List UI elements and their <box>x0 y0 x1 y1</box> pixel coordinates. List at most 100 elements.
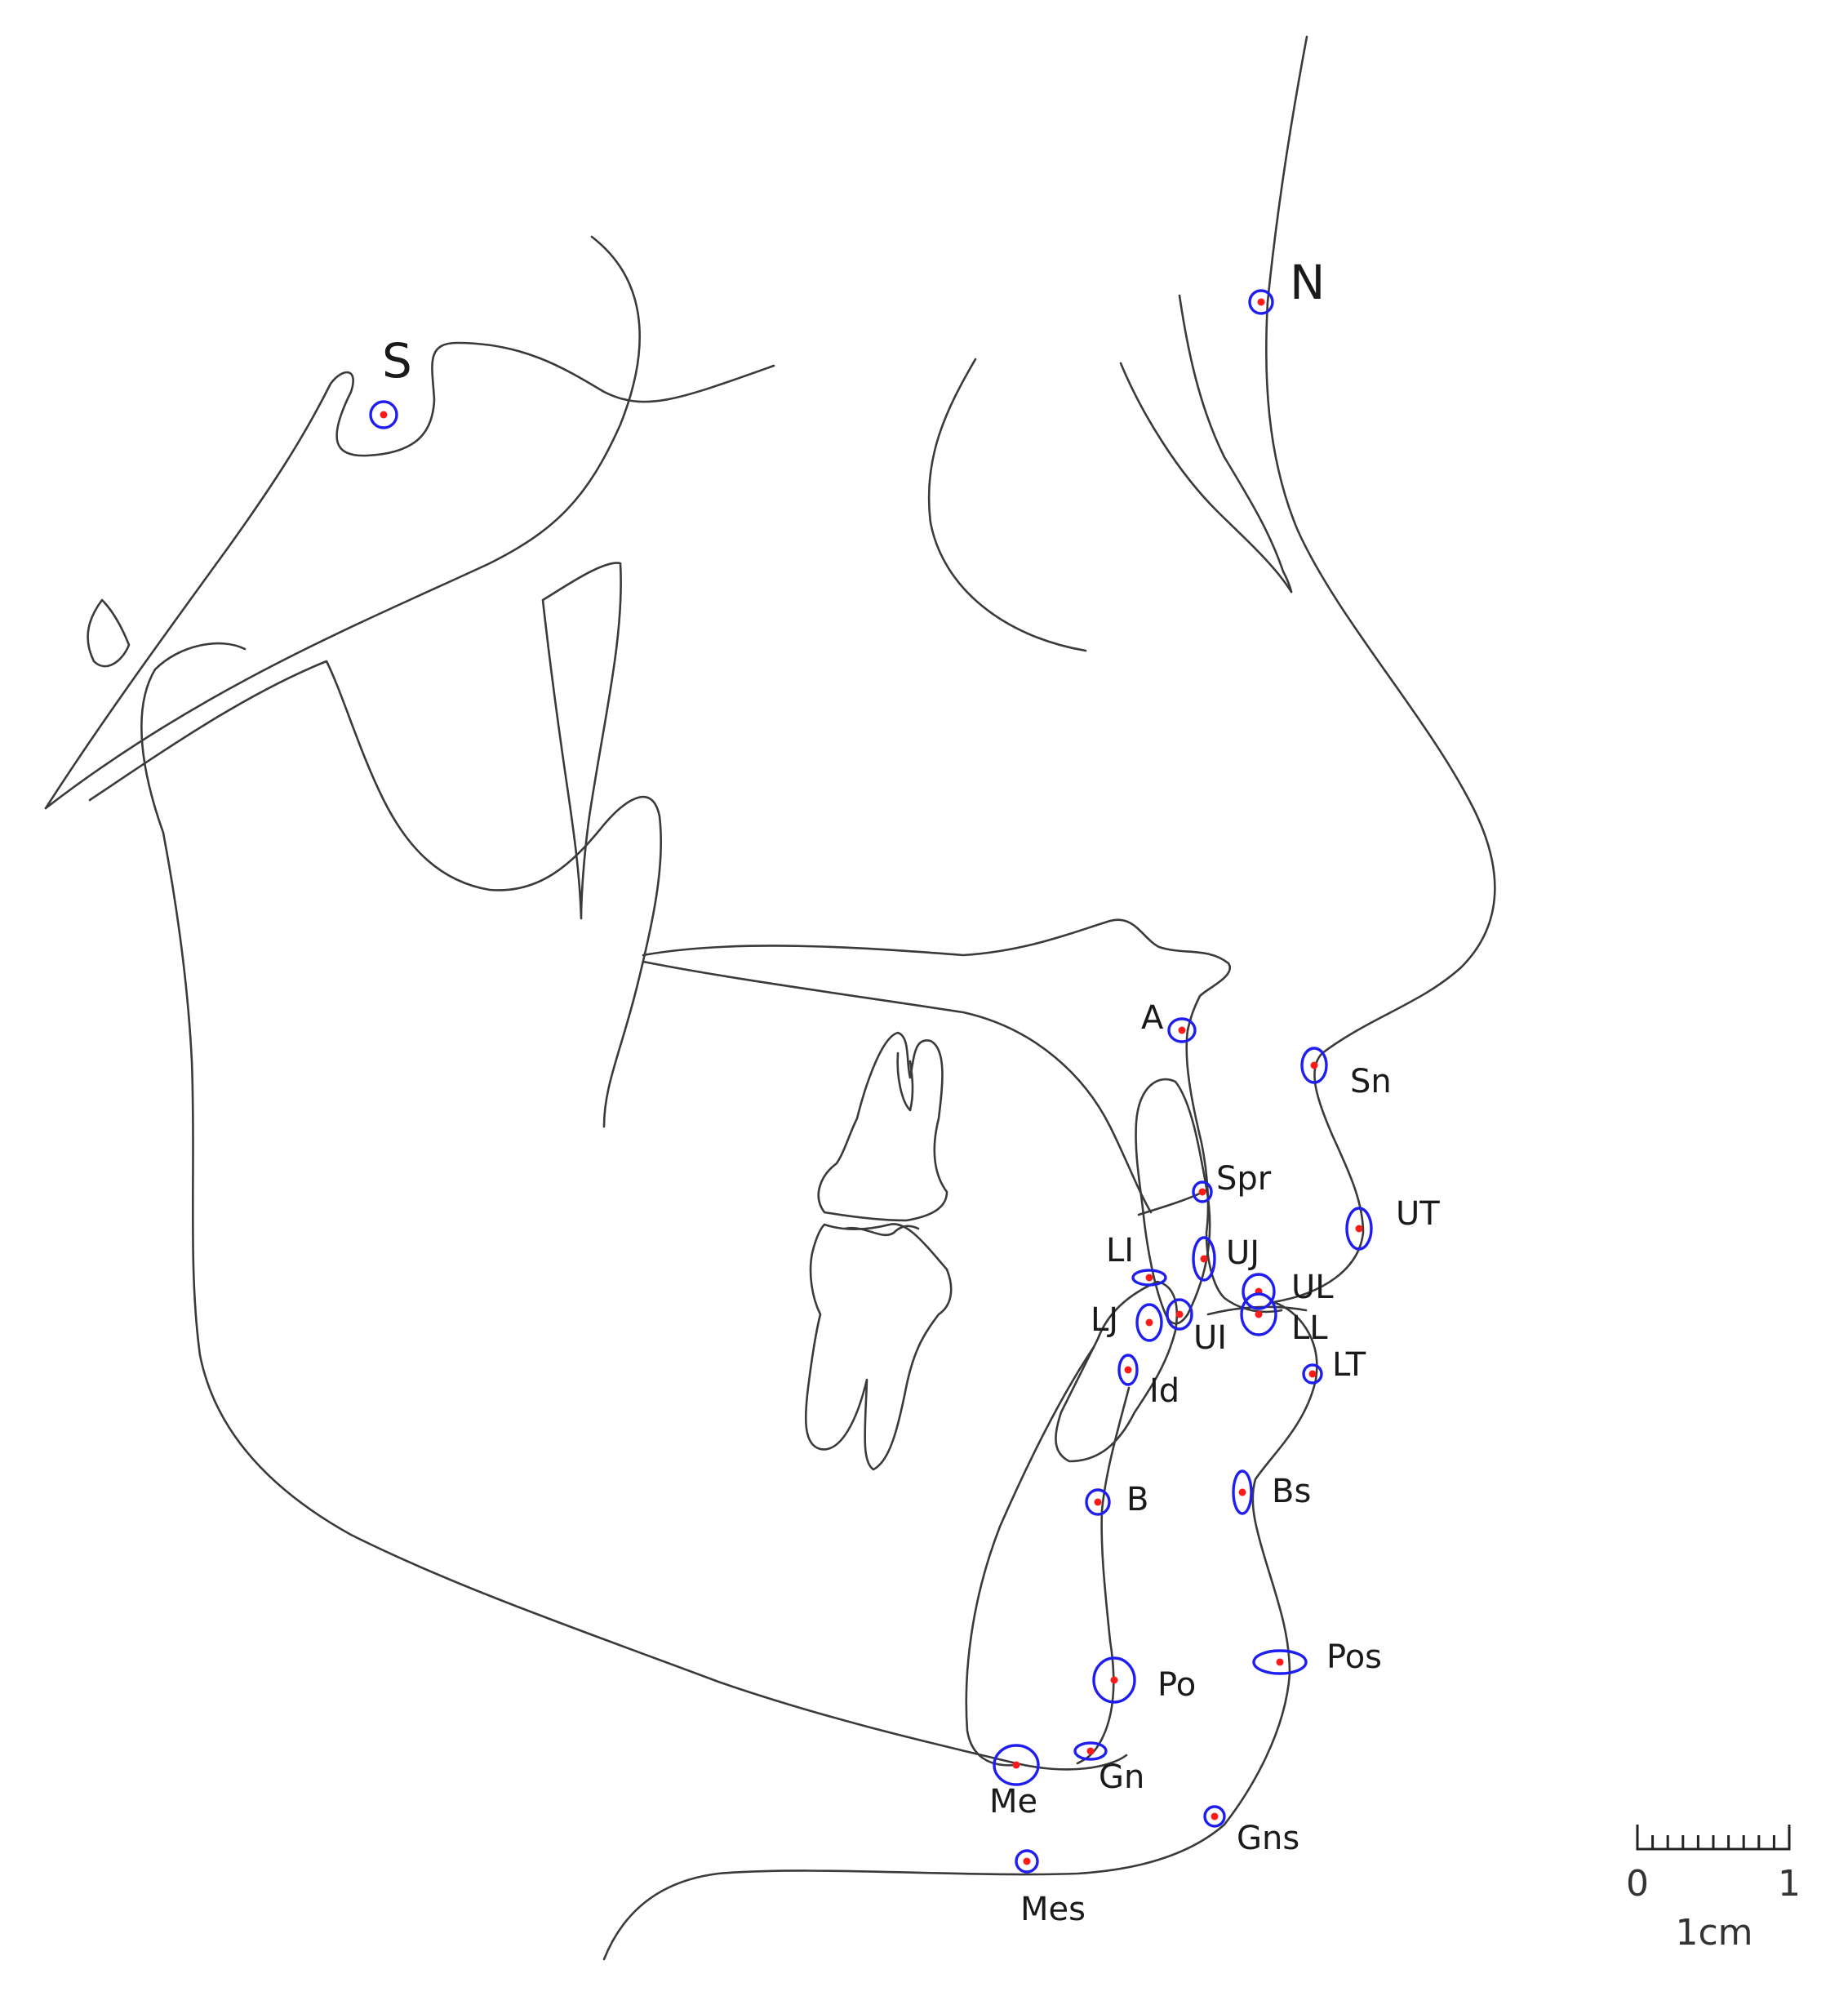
anterior-symphysis <box>1076 1386 1131 1765</box>
landmark-point <box>1255 1310 1263 1318</box>
landmark-pos: Pos <box>1252 1638 1382 1676</box>
landmark-point <box>1355 1225 1363 1233</box>
landmark-point <box>1012 1761 1020 1769</box>
landmark-label: LI <box>1106 1232 1134 1269</box>
landmark-ring <box>1085 1488 1111 1516</box>
upper-incisor-crown-line <box>1137 1189 1208 1216</box>
landmark-b: B <box>1085 1481 1148 1518</box>
landmark-ring <box>1248 289 1274 315</box>
landmark-sn: Sn <box>1300 1047 1392 1100</box>
landmark-ring <box>1232 1469 1253 1515</box>
landmark-label: S <box>382 333 412 389</box>
landmark-label: LJ <box>1091 1301 1118 1339</box>
landmark-ut: UT <box>1345 1195 1440 1251</box>
landmark-label: Sn <box>1350 1063 1392 1100</box>
landmark-point <box>1308 1370 1317 1378</box>
molar-occlusal <box>843 1225 920 1237</box>
landmark-ring <box>1252 1649 1308 1675</box>
landmark-ring <box>1117 1354 1139 1386</box>
pterygomaxillary-fissure <box>541 562 622 920</box>
upper-incisor <box>1135 1078 1211 1325</box>
landmark-ring <box>1345 1207 1373 1251</box>
landmark-id: Id <box>1117 1354 1179 1410</box>
lip-junction <box>1206 1305 1308 1316</box>
landmark-label: Po <box>1157 1666 1196 1704</box>
scale-start-label: 0 <box>1626 1863 1649 1905</box>
scale-end-label: 1 <box>1778 1863 1801 1905</box>
landmark-point <box>1178 1026 1186 1034</box>
landmark-point <box>380 411 388 419</box>
landmark-ring <box>1131 1269 1167 1287</box>
landmark-ring <box>1073 1741 1108 1761</box>
palatal-plane-lower <box>642 960 1153 1214</box>
landmark-uj: UJ <box>1192 1234 1259 1282</box>
landmark-label: UL <box>1291 1269 1334 1306</box>
landmark-point <box>1094 1498 1102 1506</box>
landmark-point <box>1124 1366 1132 1374</box>
anatomical-outlines <box>44 35 1496 1961</box>
landmark-point <box>1200 1255 1208 1263</box>
landmark-ring <box>1092 1656 1136 1704</box>
landmark-label: Me <box>989 1783 1037 1821</box>
landmark-label: Spr <box>1216 1160 1272 1198</box>
landmark-label: LL <box>1291 1309 1328 1347</box>
landmark-ul: UL <box>1242 1269 1334 1310</box>
landmark-label: N <box>1290 255 1325 310</box>
landmark-ll: LL <box>1240 1292 1328 1347</box>
landmark-ring <box>1015 1849 1039 1874</box>
lower-incisor <box>1055 1280 1179 1463</box>
landmark-n: N <box>1248 255 1325 315</box>
landmark-label: Bs <box>1272 1473 1311 1510</box>
landmark-ring <box>1167 1017 1197 1043</box>
scale-unit-label: 1cm <box>1675 1912 1752 1954</box>
landmark-s: S <box>369 333 412 429</box>
landmark-label: B <box>1126 1481 1148 1518</box>
landmark-ring <box>1302 1363 1323 1385</box>
lower-molar <box>804 1223 953 1471</box>
landmark-ui: UI <box>1166 1298 1227 1357</box>
landmark-po: Po <box>1092 1656 1196 1704</box>
landmark-label: A <box>1141 999 1164 1037</box>
palatal-plane <box>642 918 1232 1032</box>
landmark-point <box>1145 1318 1153 1327</box>
landmark-gns: Gns <box>1203 1805 1299 1857</box>
upper-molar <box>817 1031 948 1222</box>
landmark-point <box>1145 1274 1153 1282</box>
mandible-ramus <box>140 642 1128 1771</box>
anterior-maxilla <box>1185 1029 1283 1314</box>
landmark-label: Mes <box>1020 1891 1086 1928</box>
landmark-ring <box>1192 1236 1216 1282</box>
landmark-mes: Mes <box>1015 1849 1086 1928</box>
ear-rod-loop <box>87 598 131 668</box>
landmark-point <box>1310 1061 1318 1069</box>
landmark-ring <box>369 400 398 429</box>
nasal-contour-inner <box>1119 362 1293 593</box>
landmark-ring <box>1203 1805 1226 1828</box>
scale-bar: 0 1 1cm <box>1626 1825 1801 1954</box>
landmark-ring <box>1192 1180 1213 1203</box>
orbit-contour <box>927 358 1087 652</box>
cranial-base-posterior <box>44 235 641 810</box>
landmark-li: LI <box>1106 1232 1167 1287</box>
landmark-point <box>1175 1310 1184 1318</box>
landmark-point <box>1257 298 1265 306</box>
landmark-point <box>1238 1488 1246 1496</box>
upper-molar-root-split <box>896 1051 914 1112</box>
landmark-point <box>1198 1188 1206 1196</box>
landmark-label: Gns <box>1237 1820 1299 1857</box>
landmark-point <box>1023 1857 1031 1865</box>
scale-bar-ticks <box>1636 1825 1791 1849</box>
landmark-point <box>1086 1747 1095 1755</box>
landmark-ring <box>1135 1303 1163 1342</box>
landmark-me: Me <box>989 1744 1040 1821</box>
landmark-ring <box>1242 1273 1276 1310</box>
landmark-ring <box>1300 1047 1328 1084</box>
landmark-bs: Bs <box>1232 1469 1311 1515</box>
landmark-label: Pos <box>1326 1638 1382 1676</box>
landmark-label: LT <box>1332 1346 1366 1384</box>
landmark-ring <box>1240 1292 1277 1336</box>
soft-tissue-profile <box>602 35 1496 1961</box>
landmark-lt: LT <box>1302 1346 1366 1385</box>
landmark-spr: Spr <box>1192 1160 1272 1203</box>
landmark-point <box>1110 1676 1118 1684</box>
